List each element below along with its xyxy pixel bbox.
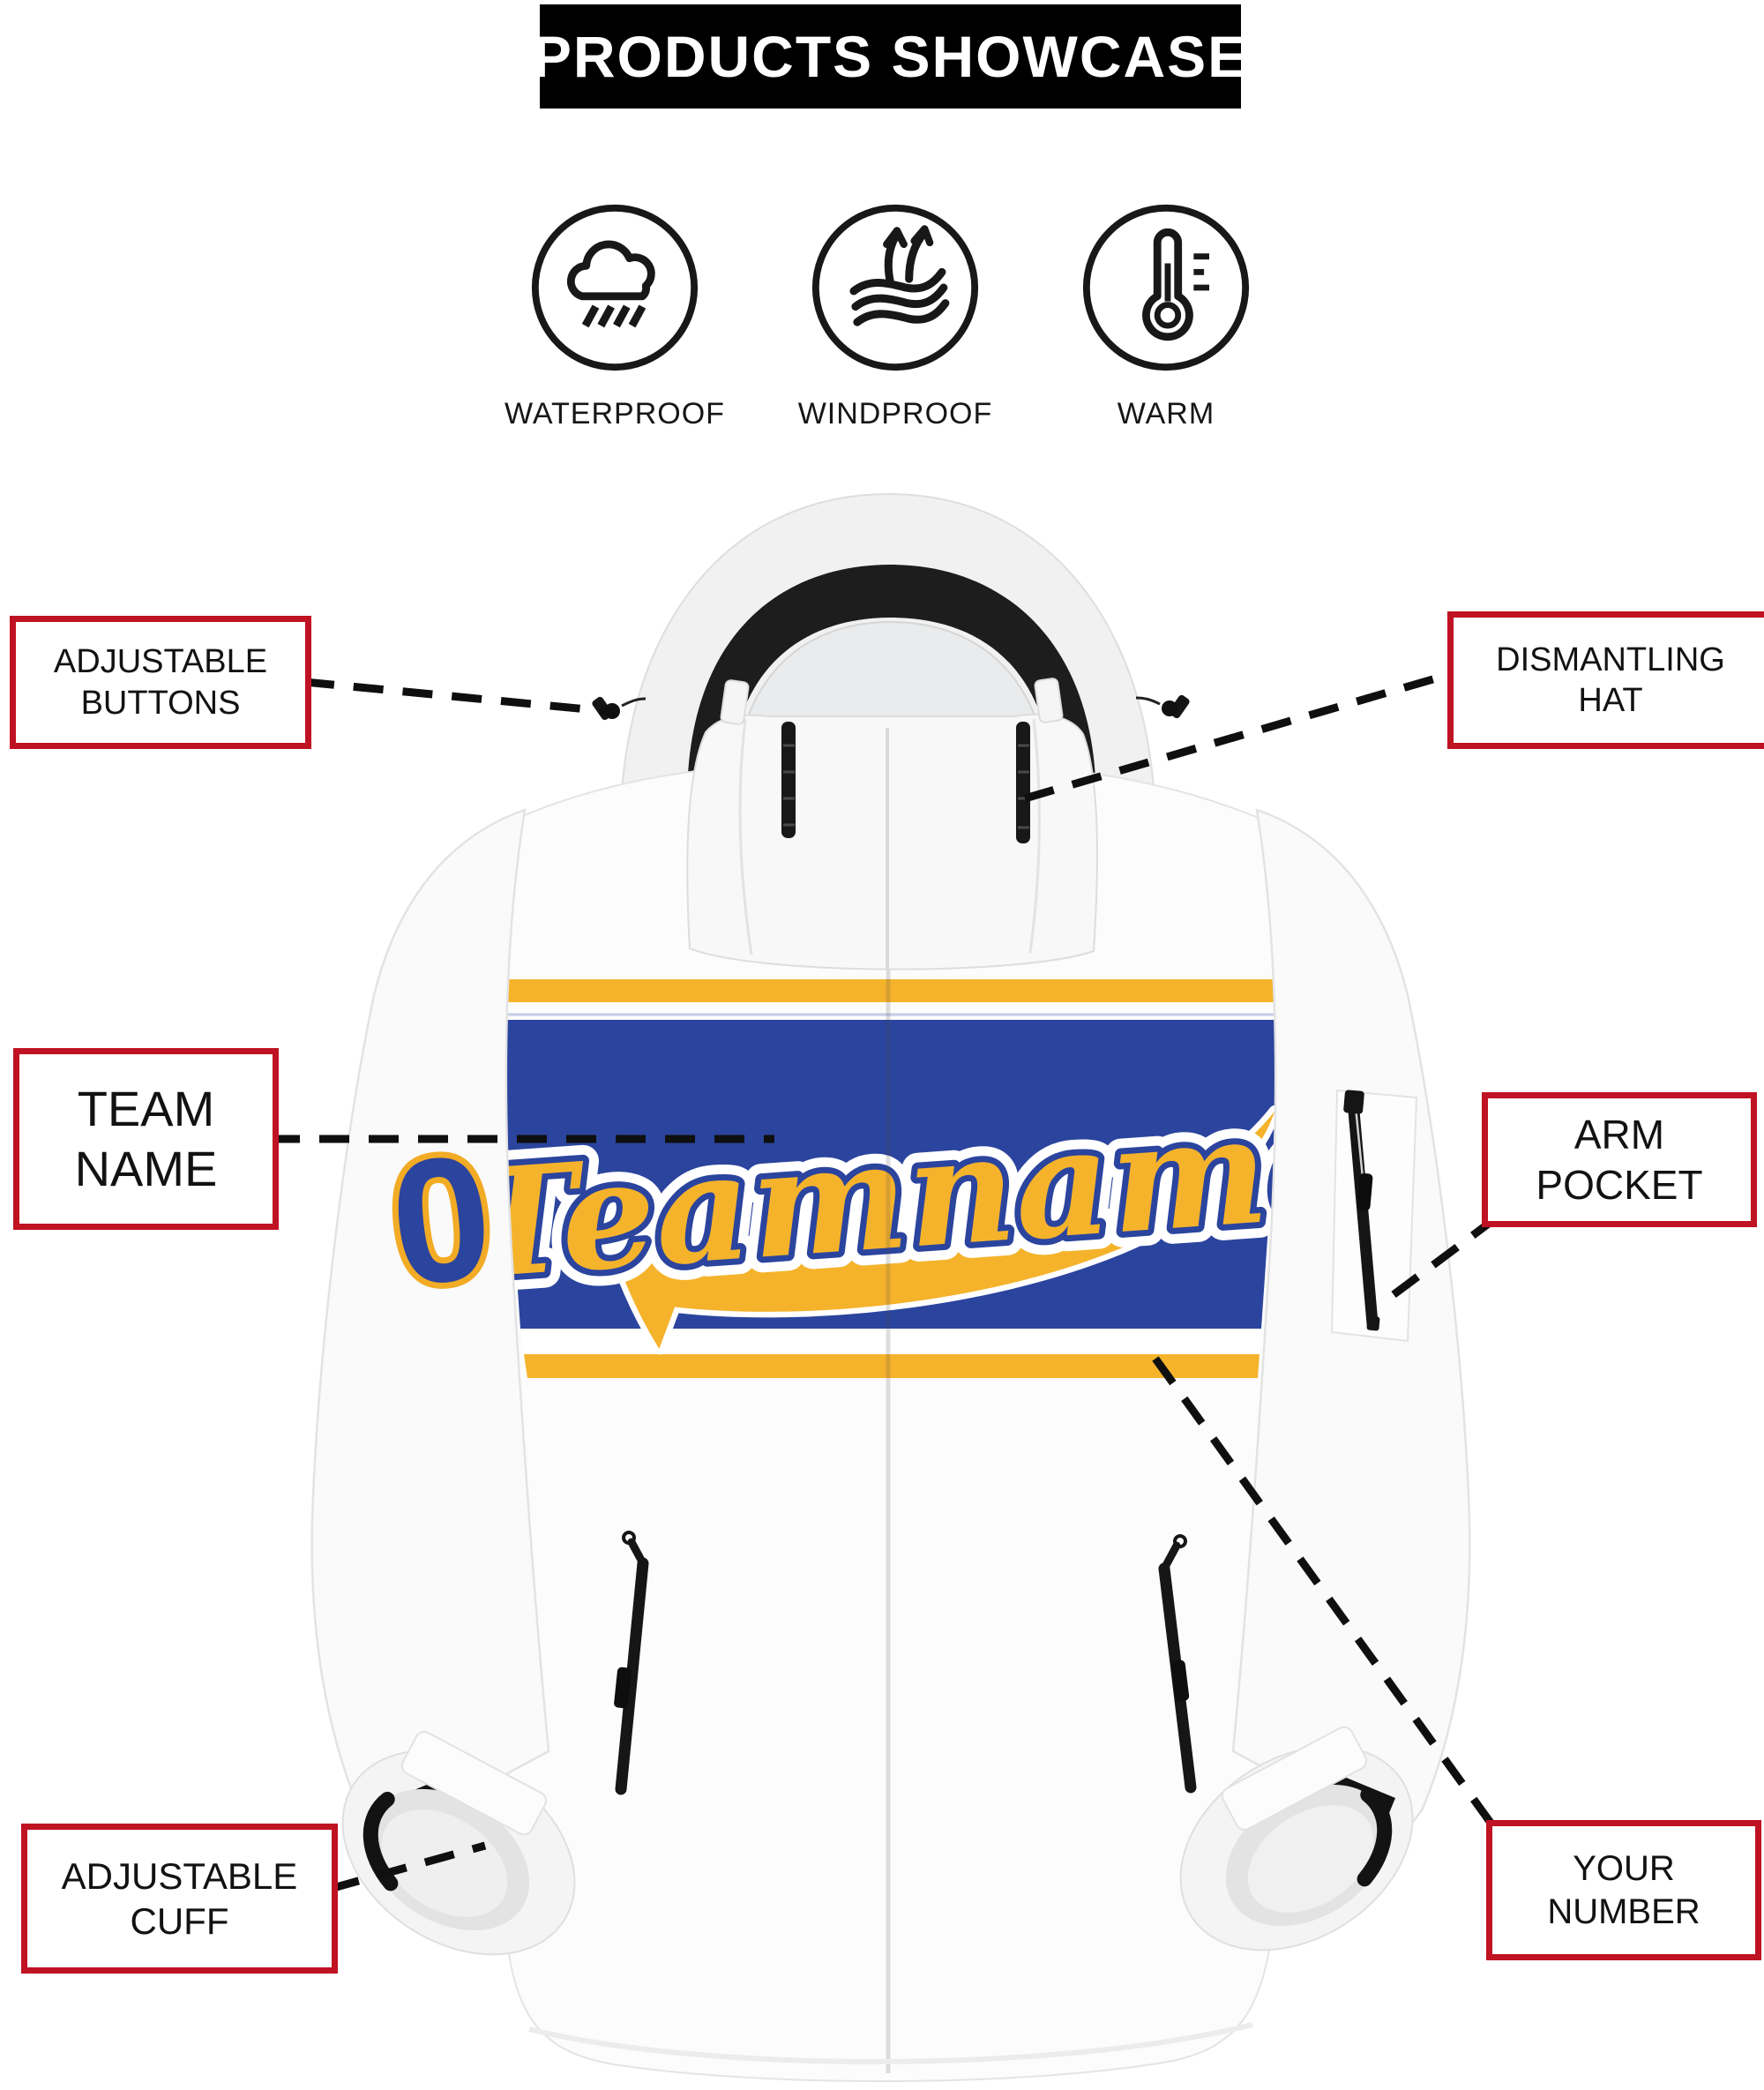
collar-snap-strip-right	[1016, 722, 1030, 843]
collar-snap-strip-left	[781, 722, 796, 838]
right-pocket-zipper	[1158, 1534, 1197, 1794]
svg-text:0: 0	[382, 1118, 500, 1323]
callout-adjustable-buttons: ADJUSTABLE BUTTONS	[10, 616, 311, 749]
callout-text: NUMBER	[1547, 1891, 1700, 1931]
callout-text: POCKET	[1536, 1161, 1703, 1208]
page-title: PRODUCTS SHOWCASE	[532, 24, 1249, 89]
feature-label: WINDPROOF	[797, 397, 993, 431]
header-bar: PRODUCTS SHOWCASE	[533, 4, 1246, 109]
callout-text: TEAM	[77, 1080, 215, 1136]
feature-waterproof: WATERPROOF	[500, 201, 729, 431]
team-name-swoosh	[604, 1105, 1281, 1355]
callout-text: CUFF	[130, 1900, 229, 1942]
feature-label: WATERPROOF	[505, 397, 725, 431]
collar-left-seam	[738, 718, 753, 955]
callout-line-arm-pocket	[1382, 1214, 1499, 1305]
callout-line-dismantling-hat	[1023, 671, 1446, 803]
waterproof-icon	[531, 204, 699, 371]
sleeve-number-print: 0	[376, 1112, 506, 1330]
callout-line-adjustable-buttons	[303, 678, 616, 716]
callout-your-number: YOUR NUMBER	[1486, 1820, 1761, 1960]
hood-mesh-lining	[687, 565, 1096, 851]
right-cuff	[1179, 1726, 1414, 1951]
arm-pocket-zipper	[1330, 1089, 1418, 1343]
callout-team-name: TEAM NAME	[13, 1048, 279, 1230]
hem-shadow	[528, 2022, 1253, 2064]
callout-text: NAME	[74, 1141, 218, 1196]
feature-windproof: WINDPROOF	[781, 201, 1010, 431]
left-sleeve	[310, 808, 550, 1842]
callout-dismantling-hat: DISMANTLING HAT	[1447, 611, 1764, 749]
hood-tab-left	[720, 679, 750, 725]
left-cuff	[341, 1731, 576, 1956]
callout-adjustable-cuff: ADJUSTABLE CUFF	[21, 1824, 338, 1974]
warm-icon	[1082, 204, 1250, 371]
callout-text: ADJUSTABLE	[61, 1854, 298, 1897]
windproof-icon	[811, 204, 979, 371]
callout-text: ARM	[1573, 1112, 1665, 1158]
callout-arm-pocket: ARM POCKET	[1482, 1092, 1757, 1227]
hood-drawstring-toggle-right	[1135, 694, 1190, 719]
callout-text: HAT	[1578, 682, 1643, 719]
callout-text: YOUR	[1573, 1848, 1675, 1888]
callout-text: DISMANTLING	[1496, 640, 1725, 678]
chest-stripe-white-bottom	[520, 1329, 1261, 1354]
left-pocket-zipper	[614, 1531, 649, 1795]
feature-label: WARM	[1117, 397, 1215, 431]
chest-stripe-gold-top	[487, 979, 1295, 1002]
collar-right-seam	[1028, 718, 1041, 954]
chest-stripe-gold-bottom	[524, 1354, 1259, 1378]
callout-text: BUTTONS	[80, 684, 241, 722]
feature-warm: WARM	[1051, 201, 1281, 431]
callout-line-adjustable-cuff	[328, 1841, 487, 1893]
hood-tab-right	[1034, 678, 1064, 723]
callout-text: ADJUSTABLE	[53, 643, 268, 681]
